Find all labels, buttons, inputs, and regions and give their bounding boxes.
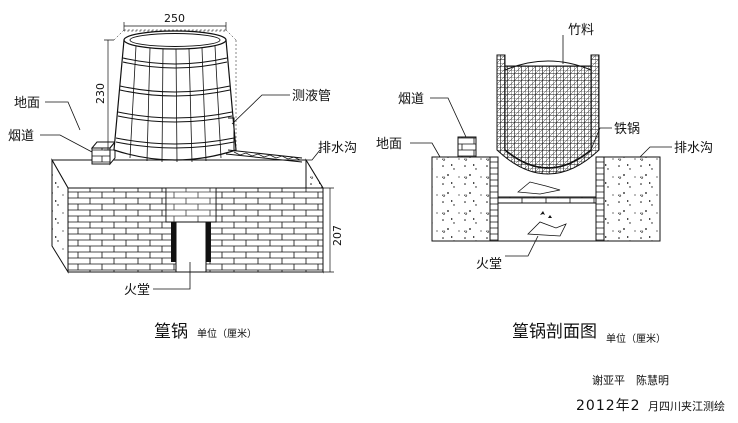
right-foundation: [431, 156, 661, 242]
label-fire-chamber-left: 火堂: [124, 283, 150, 298]
label-ground-right: 地面: [376, 137, 402, 152]
left-figure: 250 230 207 地面 烟道 测液管 排水沟 火堂 篁锅 单位（厘米）: [8, 12, 357, 342]
label-ground-left: 地面: [14, 96, 40, 111]
label-flue-right: 烟道: [398, 92, 424, 107]
caption-right: 篁锅剖面图: [512, 322, 597, 342]
left-dimensions: [104, 22, 334, 273]
credits-date-prefix: 2012年2: [576, 398, 641, 414]
dimension-height: 230: [94, 83, 107, 104]
right-barrel-section: [496, 54, 600, 175]
unit-right: 单位（厘米）: [606, 332, 666, 345]
credits-authors: 谢亚平 陈慧明: [592, 373, 669, 387]
left-drain-channel: [225, 149, 303, 163]
label-drain-left: 排水沟: [318, 141, 357, 156]
unit-left: 单位（厘米）: [197, 327, 257, 340]
label-iron-pot: 铁锅: [614, 121, 640, 137]
leader-flue-right: [430, 97, 467, 138]
leader-ground-right: [410, 142, 441, 158]
label-drain-right: 排水沟: [674, 141, 713, 156]
caption-left: 篁锅: [154, 322, 188, 342]
leader-level-pipe-left: [231, 94, 290, 125]
leader-drain-left: [302, 149, 321, 161]
right-figure: 竹料 烟道 铁锅 地面 排水沟 火堂 篁锅剖面图 单位（厘米）: [376, 23, 713, 345]
credits: 谢亚平 陈慧明 2012年2 月四川夹江测绘: [576, 373, 725, 414]
credits-date-suffix: 月四川夹江测绘: [648, 399, 725, 413]
leader-iron-pot: [589, 127, 612, 153]
left-base-platform: [51, 158, 324, 274]
leader-drain-right: [639, 146, 672, 158]
dimension-base-height: 207: [331, 225, 344, 246]
label-bamboo-material: 竹料: [568, 23, 594, 38]
dimension-diameter: 250: [164, 12, 185, 25]
left-flue-chimney: [90, 140, 117, 166]
leader-fire-chamber-left: [153, 262, 191, 290]
label-level-pipe: 测液管: [292, 89, 331, 104]
leader-ground-left: [45, 101, 81, 131]
label-fire-chamber-right: 火堂: [476, 257, 502, 272]
left-barrel: [113, 30, 237, 163]
leader-fire-chamber-right: [505, 235, 539, 257]
leader-flue-left: [40, 134, 93, 153]
label-flue-left: 烟道: [8, 129, 34, 144]
right-flue-chimney: [457, 136, 477, 158]
